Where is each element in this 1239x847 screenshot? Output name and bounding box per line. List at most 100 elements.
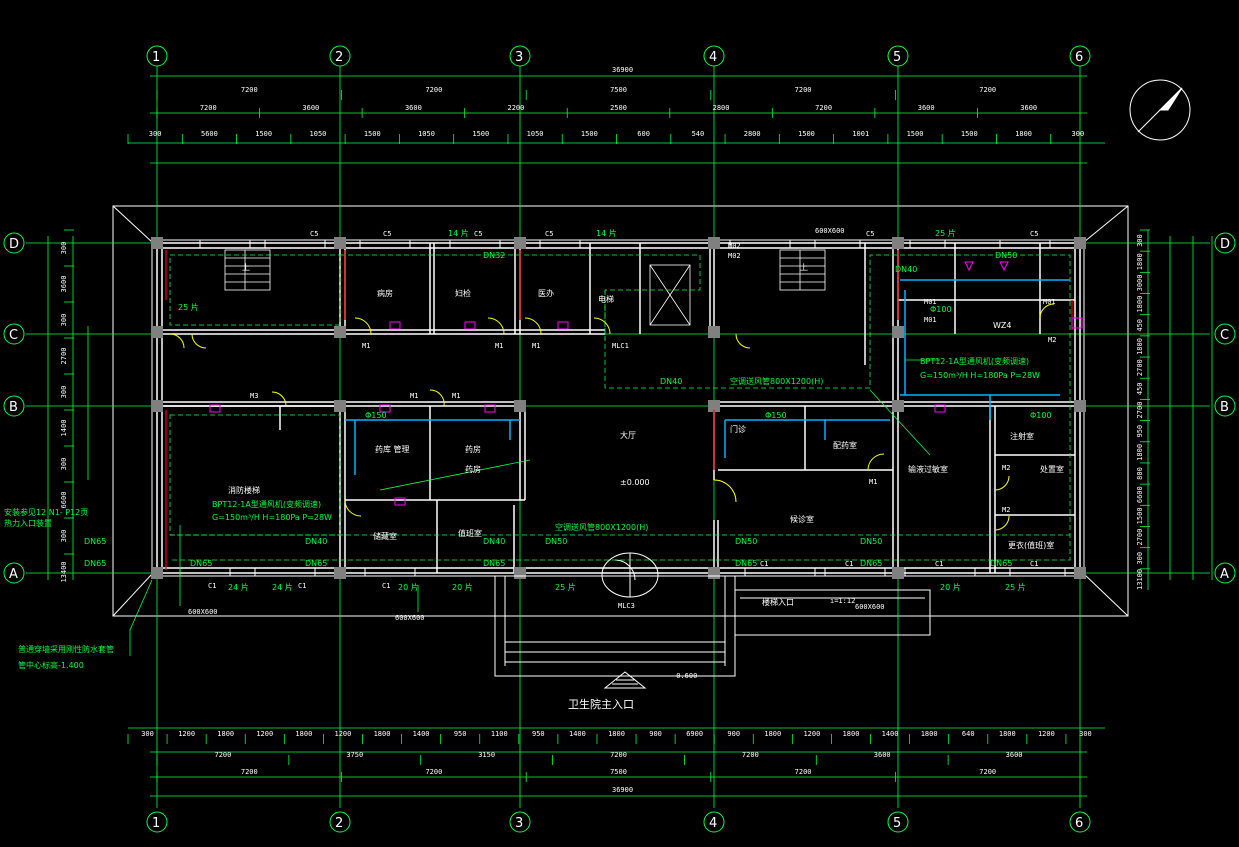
dim-bot-row1-8: 950 (454, 730, 467, 738)
dim-left-6: 300 (60, 458, 68, 471)
room-exam: 门诊 (730, 424, 746, 434)
pipe-dn65-d: DN65 (305, 559, 327, 568)
dim-right-2: 3000 (1136, 275, 1144, 292)
heating-risers (165, 250, 1073, 570)
grid-row-b-right: B (1220, 400, 1229, 415)
dim-left-0: 300 (60, 242, 68, 255)
note-d150-a: Φ150 (365, 411, 387, 420)
note-d100: Φ100 (1030, 411, 1052, 420)
dim-top-row4-1: 5600 (201, 130, 218, 138)
pipe-dn50-c: DN50 (860, 537, 882, 546)
dim-right-0: 300 (1136, 234, 1144, 247)
dim-top-row4-0: 300 (149, 130, 162, 138)
note-size-600-a: 600X600 (188, 608, 218, 616)
dim-top-row4-2: 1500 (255, 130, 272, 138)
stairs-up-left: 上 (242, 263, 250, 272)
door-m1-d: M1 (410, 392, 418, 400)
dim-bot-row1-0: 300 (141, 730, 154, 738)
win-c1-d: C1 (760, 560, 768, 568)
heat-25-c: 25 片 (1005, 582, 1026, 592)
dim-bot-row1-12: 1800 (608, 730, 625, 738)
pipe-dn50-b: DN50 (735, 537, 757, 546)
note-duct: 空调送风管800X1200(H) (555, 522, 648, 532)
dim-right-7: 450 (1136, 382, 1144, 395)
dim-top-row3-6: 7200 (815, 104, 832, 112)
ventilation-ducts (345, 279, 1070, 475)
dim-top-row4-6: 1500 (472, 130, 489, 138)
win-c1-b: C1 (298, 582, 306, 590)
dim-bot-row2-3: 7200 (610, 751, 627, 759)
note-size-600-b: 600X600 (395, 614, 425, 622)
win-c5-a: C5 (310, 230, 318, 238)
note-fan-right-2: G=150m³/H H=180Pa P=28W (920, 371, 1040, 380)
dim-bot-row1-23: 1200 (1038, 730, 1055, 738)
north-arrow-icon (1129, 79, 1191, 141)
entry-arrow-icon (603, 671, 647, 689)
dim-top-row4-17: 300 (1072, 130, 1085, 138)
door-mlc1: MLC1 (612, 342, 629, 350)
dim-bot-row2-6: 3600 (1006, 751, 1023, 759)
dim-left-1: 3600 (60, 276, 68, 293)
grid-col-3-bottom: 3 (515, 816, 523, 831)
note-duct-2: 空调送风管800X1200(H) (730, 376, 823, 386)
entrance-title: 卫生院主入口 (568, 697, 634, 711)
dim-bot-row2-0: 7200 (214, 751, 231, 759)
room-lobby: 大厅 (620, 430, 636, 440)
dim-top-row2-1: 7200 (425, 86, 442, 94)
dim-bot-row1-9: 1100 (491, 730, 508, 738)
room-waiting: 候诊室 (790, 514, 814, 524)
grid-row-d: D (9, 237, 19, 252)
room-pharmacy: 药房 (465, 444, 481, 454)
windows (179, 239, 1066, 577)
columns (151, 237, 1086, 579)
dim-left-8: 300 (60, 530, 68, 543)
dim-bot-row1-24: 300 (1079, 730, 1092, 738)
dim-bot-row1-18: 1800 (843, 730, 860, 738)
grid-row-a: A (9, 567, 18, 582)
dim-left-7: 6600 (60, 492, 68, 509)
dim-top-row4-7: 1050 (527, 130, 544, 138)
dim-top-row4-9: 600 (637, 130, 650, 138)
dim-right-1: 1800 (1136, 253, 1144, 270)
dim-left-3: 2700 (60, 348, 68, 365)
pipe-dn65-g: DN65 (860, 559, 882, 568)
dim-right-10: 1800 (1136, 444, 1144, 461)
door-mlc3: MLC3 (618, 602, 635, 610)
dim-right-5: 1800 (1136, 338, 1144, 355)
grid-col-1: 1 (152, 50, 160, 65)
heat-20-b: 20 片 (452, 582, 473, 592)
dim-right-6: 2700 (1136, 359, 1144, 376)
leaders (129, 359, 940, 656)
dim-top-row3-8: 3600 (1020, 104, 1037, 112)
note-fan-left-2: G=150m³/H H=180Pa P=28W (212, 513, 332, 522)
dim-left-2: 300 (60, 314, 68, 327)
note-d100-b: Φ100 (930, 305, 952, 314)
room-duty: 值班室 (458, 528, 482, 538)
dim-top-row2-0: 7200 (241, 86, 258, 94)
dim-top-row4-4: 1500 (364, 130, 381, 138)
door-m1-f: M1 (869, 478, 877, 486)
pipe-dn65-h: DN65 (990, 559, 1012, 568)
grid-col-3: 3 (515, 50, 523, 65)
pipe-dn40-c: DN40 (660, 377, 682, 386)
dim-bot-row1-14: 6900 (686, 730, 703, 738)
grid-col-5: 5 (893, 50, 901, 65)
win-c1-f: C1 (935, 560, 943, 568)
dim-right-8: 2700 (1136, 402, 1144, 419)
dim-bot-row1-3: 1200 (256, 730, 273, 738)
room-office: 医办 (538, 288, 554, 298)
door-m01-c: M01 (1043, 298, 1056, 306)
dim-top-row4-10: 540 (692, 130, 705, 138)
grid-col-4-bottom: 4 (709, 816, 717, 831)
grid-col-6-bottom: 6 (1075, 816, 1083, 831)
heat-25-a: 25 片 (178, 302, 199, 312)
room-fire-stair: 消防楼梯 (228, 485, 260, 495)
dim-top-row3-0: 7200 (200, 104, 217, 112)
dim-bot-row2-2: 3150 (478, 751, 495, 759)
dim-bot-row3-4: 7200 (979, 768, 996, 776)
fixtures (209, 261, 1083, 506)
dim-left-9: 13400 (60, 561, 68, 582)
heat-24-a: 24 片 (228, 582, 249, 592)
pipe-dn65-a: DN65 (84, 537, 106, 546)
